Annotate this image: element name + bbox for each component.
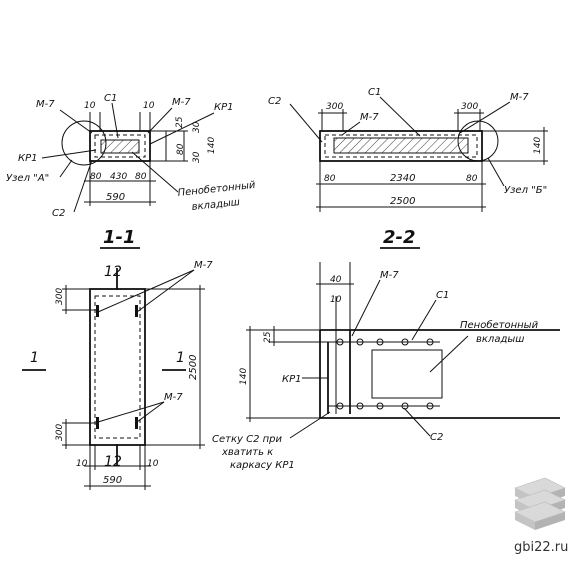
node-note-line-1: Сетку С2 при <box>212 434 283 445</box>
section-2-2-title: 2-2 <box>383 227 416 248</box>
section-1-1-title: 1-1 <box>103 227 136 248</box>
s22-label-c1: С1 <box>368 87 381 98</box>
s11-label-c1: С1 <box>104 93 117 104</box>
plan-section-mark-bottom-2: 2 <box>113 454 122 470</box>
node-note-line-3: каркасу КР1 <box>230 460 295 471</box>
s11-dim-bottom-80a: 80 <box>90 172 102 182</box>
plan-dim-height-2500: 2500 <box>188 355 199 380</box>
s22-label-c2: С2 <box>268 96 281 107</box>
plan-section-mark-bottom: 1 <box>104 454 113 470</box>
s22-dim-right-140: 140 <box>533 137 543 154</box>
s11-dim-v80: 80 <box>176 143 186 155</box>
section-2-2-group: 300 300 С2 С1 М-7 М-7 140 Узел "Б" 80 23… <box>268 87 548 249</box>
plan-dim-right-10: 10 <box>147 459 159 469</box>
s11-dim-bottom-430: 430 <box>110 172 127 182</box>
section-2-2-rebar <box>324 134 478 158</box>
plan-dim-top-300: 300 <box>55 288 65 305</box>
s11-dim-top-left: 10 <box>84 101 96 111</box>
node-label-m7: М-7 <box>380 270 399 281</box>
section-2-2-outline <box>319 130 483 162</box>
s11-label-insert-1: Пенобетонный <box>177 179 256 199</box>
s22-label-node-b: Узел "Б" <box>504 185 547 196</box>
s22-label-m7-right: М-7 <box>510 92 529 103</box>
s11-label-m7-right: М-7 <box>172 97 191 108</box>
node-dim-left-140: 140 <box>239 368 249 385</box>
s11-dim-bottom-80b: 80 <box>135 172 147 182</box>
s22-dim-top-right: 300 <box>461 102 478 112</box>
plan-label-m7-bottom: М-7 <box>164 392 183 403</box>
s11-label-kp1-right: КР1 <box>214 102 234 113</box>
node-label-insert-1: Пенобетонный <box>460 319 539 331</box>
watermark-text: gbi22.ru <box>514 540 568 555</box>
s11-label-node-a: Узел "А" <box>6 173 49 184</box>
node-note-line-2: хватить к <box>221 447 273 458</box>
plan-dim-width-590: 590 <box>103 475 122 486</box>
s11-dim-v30b: 30 <box>192 151 202 163</box>
s22-dim-bottom-80a: 80 <box>324 174 336 184</box>
s11-dim-top-right: 10 <box>143 101 155 111</box>
s11-dim-v25: 25 <box>175 116 185 128</box>
s11-label-kp1-left: КР1 <box>18 153 38 164</box>
node-dim-top-40: 40 <box>330 275 342 285</box>
site-logo <box>514 477 566 530</box>
s11-label-insert-2: вкладыш <box>191 197 240 213</box>
node-label-c2: С2 <box>430 432 443 443</box>
s22-dim-top-left: 300 <box>326 102 343 112</box>
s22-dim-overall: 2500 <box>390 196 415 207</box>
plan-left-mark: 1 <box>30 350 39 366</box>
s22-dim-bottom-80b: 80 <box>466 174 478 184</box>
s22-dim-bottom-2340: 2340 <box>390 173 415 184</box>
s11-label-c2: С2 <box>52 208 65 219</box>
section-1-1-insert <box>100 139 140 154</box>
s11-dim-v140: 140 <box>207 137 217 154</box>
plan-right-mark: 1 <box>176 350 185 366</box>
node-b-circle <box>457 120 499 162</box>
section-1-1-outline <box>89 130 151 162</box>
s11-dim-overall: 590 <box>106 192 125 203</box>
node-dim-top-10: 10 <box>330 295 342 305</box>
node-label-kp1: КР1 <box>282 374 302 385</box>
plan-dim-left-10: 10 <box>76 459 88 469</box>
section-1-1-rebar <box>94 134 146 158</box>
node-insert <box>371 349 443 399</box>
plan-label-m7-top: М-7 <box>194 260 213 271</box>
section-1-1-group: 10 10 М-7 С1 М-7 КР1 25 КР1 Узел "А" С2 … <box>6 93 256 249</box>
plan-rebar <box>94 295 141 439</box>
plan-section-mark-top-2: 2 <box>113 264 122 280</box>
node-label-c1: С1 <box>436 290 449 301</box>
s11-label-m7-left: М-7 <box>36 99 55 110</box>
plan-section-mark-top: 1 <box>104 264 113 280</box>
node-dim-left-25: 25 <box>263 331 273 343</box>
node-a-circle <box>61 120 107 166</box>
node-detail-group: 40 10 25 140 М-7 С1 Пенобетонный вкладыш… <box>212 262 560 471</box>
plan-dim-bottom-300: 300 <box>55 424 65 441</box>
node-label-insert-2: вкладыш <box>476 334 524 345</box>
s11-dim-v30a: 30 <box>192 121 202 133</box>
s22-label-m7-left: М-7 <box>360 112 379 123</box>
section-2-2-insert <box>333 137 469 154</box>
plan-view-group: 1 2 1 2 1 1 300 300 2500 М-7 М-7 <box>22 260 213 490</box>
